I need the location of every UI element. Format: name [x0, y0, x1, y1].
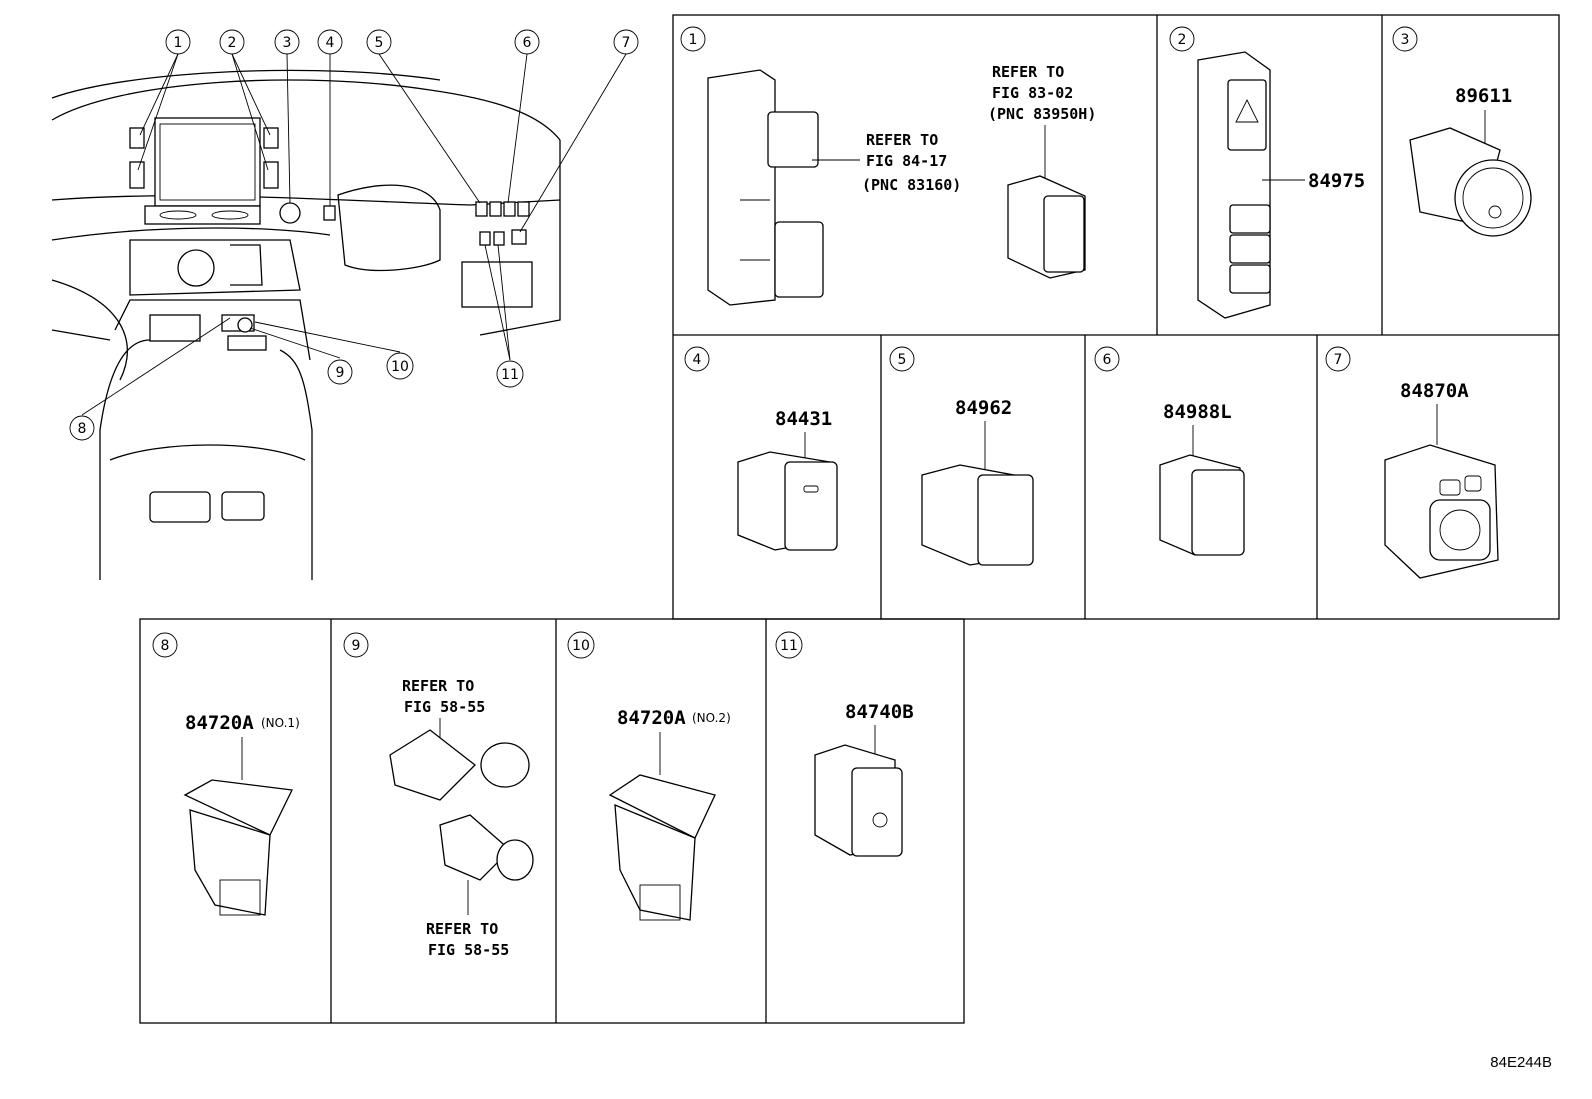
part-number: 84740B	[845, 701, 914, 723]
refer-fig-label: FIG 84-17	[866, 152, 947, 170]
svg-text:9: 9	[336, 365, 345, 381]
refer-fig-label: FIG 58-55	[428, 941, 509, 959]
panel-number: 10	[572, 638, 590, 654]
refer-fig-label: FIG 58-55	[404, 698, 485, 716]
panel-number: 8	[161, 638, 170, 654]
part-number: 84975	[1308, 170, 1365, 192]
svg-text:7: 7	[622, 35, 631, 51]
mirror-switch-illustration	[1384, 444, 1499, 579]
svg-text:3: 3	[283, 35, 292, 51]
part-number: 84962	[955, 397, 1012, 419]
power-switch-illustration	[1409, 127, 1532, 237]
socket-illustration	[389, 729, 534, 881]
part-suffix: (NO.2)	[692, 711, 731, 725]
part-number: 84431	[775, 408, 832, 430]
svg-text:6: 6	[523, 35, 532, 51]
part-number: 84720A	[185, 712, 254, 734]
svg-text:10: 10	[391, 359, 409, 375]
switch-assembly-illustration	[707, 69, 824, 306]
panel-number: 4	[693, 352, 702, 368]
panel-number: 7	[1334, 352, 1343, 368]
panel-11: 11 84740B	[775, 631, 914, 857]
part-number: 84870A	[1400, 380, 1469, 402]
switch-illustration	[737, 451, 838, 551]
panel-7: 7 84870A	[1325, 346, 1499, 579]
overview-callout-1: 1	[165, 29, 191, 55]
part-number: 84720A	[617, 707, 686, 729]
overview-callout-3: 3	[274, 29, 300, 55]
hazard-switch-assembly-illustration	[1197, 51, 1271, 319]
overview-leader-lines	[81, 53, 627, 416]
overview-callout-2: 2	[219, 29, 245, 55]
overview-callout-9: 9	[327, 359, 353, 385]
overview-callout-7: 7	[613, 29, 639, 55]
refer-to-label: REFER TO	[992, 63, 1064, 81]
overview-callout-5: 5	[366, 29, 392, 55]
panel-6: 6 84988L	[1094, 346, 1245, 556]
panel-4: 4 84431	[684, 346, 838, 551]
overview-callout-11: 11	[496, 360, 524, 388]
refer-pnc-label: (PNC 83950H)	[988, 105, 1096, 123]
panel-10: 10 84720A (NO.2)	[567, 631, 731, 921]
svg-text:1: 1	[174, 35, 183, 51]
panel-grid	[139, 14, 1560, 1024]
refer-to-label: REFER TO	[402, 677, 474, 695]
overview-callout-6: 6	[514, 29, 540, 55]
refer-to-label: REFER TO	[426, 920, 498, 938]
dashboard-overview	[51, 69, 561, 580]
svg-text:5: 5	[375, 35, 384, 51]
panel-3: 3 89611	[1392, 26, 1532, 237]
panel-number: 1	[689, 32, 698, 48]
part-number: 84988L	[1163, 401, 1232, 423]
svg-text:2: 2	[228, 35, 237, 51]
refer-to-label: REFER TO	[866, 131, 938, 149]
diagram-code: 84E244B	[1490, 1054, 1552, 1071]
part-number: 89611	[1455, 85, 1512, 107]
switch-illustration	[1007, 175, 1086, 279]
overview-callout-8: 8	[69, 415, 95, 441]
panel-9: 9 REFER TO FIG 58-55 REFER TO FIG 58-55	[343, 632, 534, 959]
panel-number: 11	[780, 638, 798, 654]
refer-pnc-label: (PNC 83160)	[862, 176, 961, 194]
switch-illustration	[608, 774, 716, 921]
part-suffix: (NO.1)	[261, 716, 300, 730]
panel-number: 2	[1178, 32, 1187, 48]
refer-fig-label: FIG 83-02	[992, 84, 1073, 102]
overview-callouts: 1 2 3 4 5 6 7 8 9 10 11	[69, 29, 639, 441]
panel-2: 2 84975	[1169, 26, 1365, 319]
panel-8: 8 84720A (NO.1)	[152, 632, 300, 916]
overview-callout-10: 10	[386, 352, 414, 380]
switch-illustration	[921, 464, 1034, 566]
switch-illustration	[1159, 454, 1245, 556]
panel-5: 5 84962	[889, 346, 1034, 566]
svg-text:11: 11	[501, 367, 519, 383]
panel-number: 9	[352, 638, 361, 654]
svg-text:4: 4	[326, 35, 335, 51]
panel-number: 5	[898, 352, 907, 368]
panel-1: 1 REFER TO FIG 84-17 (PNC 83160) REFER T…	[680, 26, 1096, 306]
switch-illustration	[814, 744, 903, 857]
switch-illustration	[183, 779, 293, 916]
overview-callout-4: 4	[317, 29, 343, 55]
svg-text:8: 8	[78, 421, 87, 437]
panel-number: 6	[1103, 352, 1112, 368]
panel-number: 3	[1401, 32, 1410, 48]
